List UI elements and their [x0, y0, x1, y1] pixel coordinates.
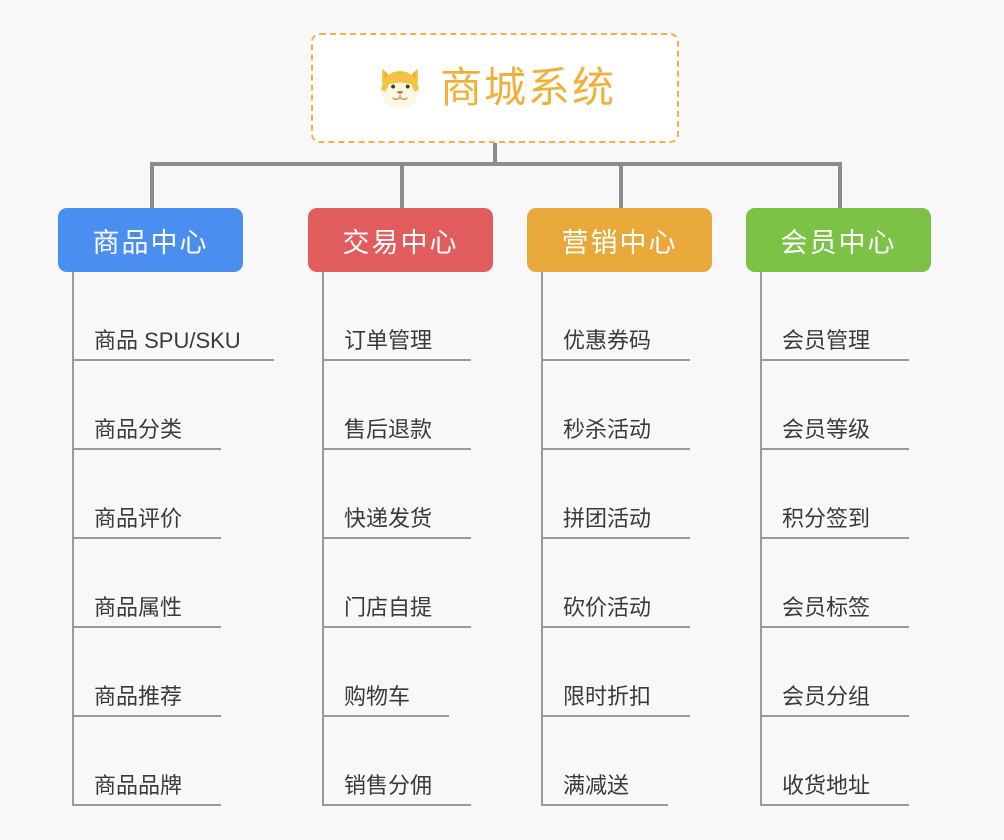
shiba-dog-icon	[374, 62, 426, 114]
leaf-item[interactable]: 会员分组	[746, 628, 931, 717]
leaf-underline	[72, 537, 221, 539]
leaf-item[interactable]: 会员标签	[746, 539, 931, 628]
leaf-item-label: 商品品牌	[94, 772, 183, 798]
leaf-underline	[541, 448, 690, 450]
branch-column-1: 商品中心商品 SPU/SKU 商品分类商品评价商品属性商品推荐商品品牌	[58, 208, 274, 806]
leaf-item-label: 会员标签	[782, 594, 871, 620]
leaf-item[interactable]: 收货地址	[746, 717, 931, 806]
leaf-trunk-line-3	[541, 272, 543, 806]
leaf-item-label: 会员等级	[782, 416, 871, 442]
leaf-item-label: 优惠券码	[563, 327, 652, 353]
leaf-item-label: 商品推荐	[94, 683, 183, 709]
connector-drop-3	[619, 162, 623, 208]
leaf-item[interactable]: 门店自提	[308, 539, 493, 628]
leaf-item-label: 收货地址	[782, 772, 871, 798]
leaf-underline	[541, 804, 668, 806]
leaf-item[interactable]: 积分签到	[746, 450, 931, 539]
leaf-list-4: 会员管理会员等级积分签到会员标签会员分组收货地址	[746, 272, 931, 806]
leaf-item-label: 销售分佣	[344, 772, 433, 798]
leaf-item[interactable]: 优惠券码	[527, 272, 712, 361]
branch-column-3: 营销中心优惠券码秒杀活动拼团活动砍价活动限时折扣满减送	[527, 208, 712, 806]
leaf-list-3: 优惠券码秒杀活动拼团活动砍价活动限时折扣满减送	[527, 272, 712, 806]
leaf-underline	[760, 804, 909, 806]
connector-drop-1	[150, 162, 154, 208]
leaf-underline	[760, 537, 909, 539]
leaf-underline	[760, 626, 909, 628]
leaf-underline	[72, 626, 221, 628]
leaf-item[interactable]: 会员等级	[746, 361, 931, 450]
leaf-underline	[760, 359, 909, 361]
branch-header-1[interactable]: 商品中心	[58, 208, 243, 272]
leaf-underline	[541, 626, 690, 628]
leaf-item-label: 拼团活动	[563, 505, 652, 531]
leaf-item[interactable]: 秒杀活动	[527, 361, 712, 450]
leaf-underline	[760, 448, 909, 450]
connector-horizontal-bar	[150, 162, 840, 166]
leaf-item-label: 快递发货	[344, 505, 433, 531]
branch-column-2: 交易中心订单管理售后退款快递发货门店自提购物车销售分佣	[308, 208, 493, 806]
leaf-underline	[72, 359, 274, 361]
leaf-trunk-line-1	[72, 272, 74, 806]
leaf-item-label: 满减送	[563, 772, 630, 798]
leaf-list-1: 商品 SPU/SKU 商品分类商品评价商品属性商品推荐商品品牌	[58, 272, 274, 806]
leaf-item-label: 订单管理	[344, 327, 433, 353]
connector-drop-2	[400, 162, 404, 208]
leaf-item-label: 秒杀活动	[563, 416, 652, 442]
leaf-item[interactable]: 购物车	[308, 628, 493, 717]
leaf-item-label: 商品 SPU/SKU	[94, 327, 241, 353]
branch-column-4: 会员中心会员管理会员等级积分签到会员标签会员分组收货地址	[746, 208, 931, 806]
leaf-item[interactable]: 商品属性	[58, 539, 243, 628]
leaf-item[interactable]: 会员管理	[746, 272, 931, 361]
root-node[interactable]: 商城系统	[311, 33, 679, 143]
leaf-item[interactable]: 快递发货	[308, 450, 493, 539]
leaf-underline	[541, 715, 690, 717]
leaf-item-label: 购物车	[344, 683, 411, 709]
connector-root-stem	[493, 143, 497, 164]
branch-header-2[interactable]: 交易中心	[308, 208, 493, 272]
leaf-item-label: 会员分组	[782, 683, 871, 709]
branch-header-3[interactable]: 营销中心	[527, 208, 712, 272]
leaf-underline	[322, 537, 471, 539]
leaf-underline	[72, 448, 221, 450]
leaf-item[interactable]: 商品推荐	[58, 628, 243, 717]
leaf-item-label: 会员管理	[782, 327, 871, 353]
leaf-item[interactable]: 砍价活动	[527, 539, 712, 628]
leaf-underline	[72, 804, 221, 806]
leaf-underline	[322, 359, 471, 361]
leaf-item-label: 售后退款	[344, 416, 433, 442]
leaf-item-label: 门店自提	[344, 594, 433, 620]
leaf-list-2: 订单管理售后退款快递发货门店自提购物车销售分佣	[308, 272, 493, 806]
leaf-item[interactable]: 限时折扣	[527, 628, 712, 717]
leaf-trunk-line-4	[760, 272, 762, 806]
leaf-item[interactable]: 商品品牌	[58, 717, 243, 806]
connector-drop-4	[838, 162, 842, 208]
leaf-item-label: 限时折扣	[563, 683, 652, 709]
leaf-trunk-line-2	[322, 272, 324, 806]
leaf-underline	[322, 626, 471, 628]
leaf-underline	[322, 448, 471, 450]
leaf-item[interactable]: 售后退款	[308, 361, 493, 450]
leaf-item[interactable]: 商品评价	[58, 450, 243, 539]
leaf-underline	[760, 715, 909, 717]
root-title: 商城系统	[439, 64, 616, 111]
leaf-underline	[322, 804, 471, 806]
leaf-item[interactable]: 销售分佣	[308, 717, 493, 806]
leaf-underline	[541, 359, 690, 361]
leaf-item[interactable]: 拼团活动	[527, 450, 712, 539]
leaf-underline	[322, 715, 449, 717]
leaf-item-label: 积分签到	[782, 505, 871, 531]
leaf-item[interactable]: 商品 SPU/SKU	[58, 272, 274, 361]
leaf-item[interactable]: 商品分类	[58, 361, 243, 450]
leaf-underline	[541, 537, 690, 539]
leaf-item-label: 商品属性	[94, 594, 183, 620]
branch-header-4[interactable]: 会员中心	[746, 208, 931, 272]
leaf-item-label: 商品评价	[94, 505, 183, 531]
leaf-item[interactable]: 订单管理	[308, 272, 493, 361]
leaf-underline	[72, 715, 221, 717]
leaf-item-label: 砍价活动	[563, 594, 652, 620]
leaf-item-label: 商品分类	[94, 416, 183, 442]
leaf-item[interactable]: 满减送	[527, 717, 712, 806]
